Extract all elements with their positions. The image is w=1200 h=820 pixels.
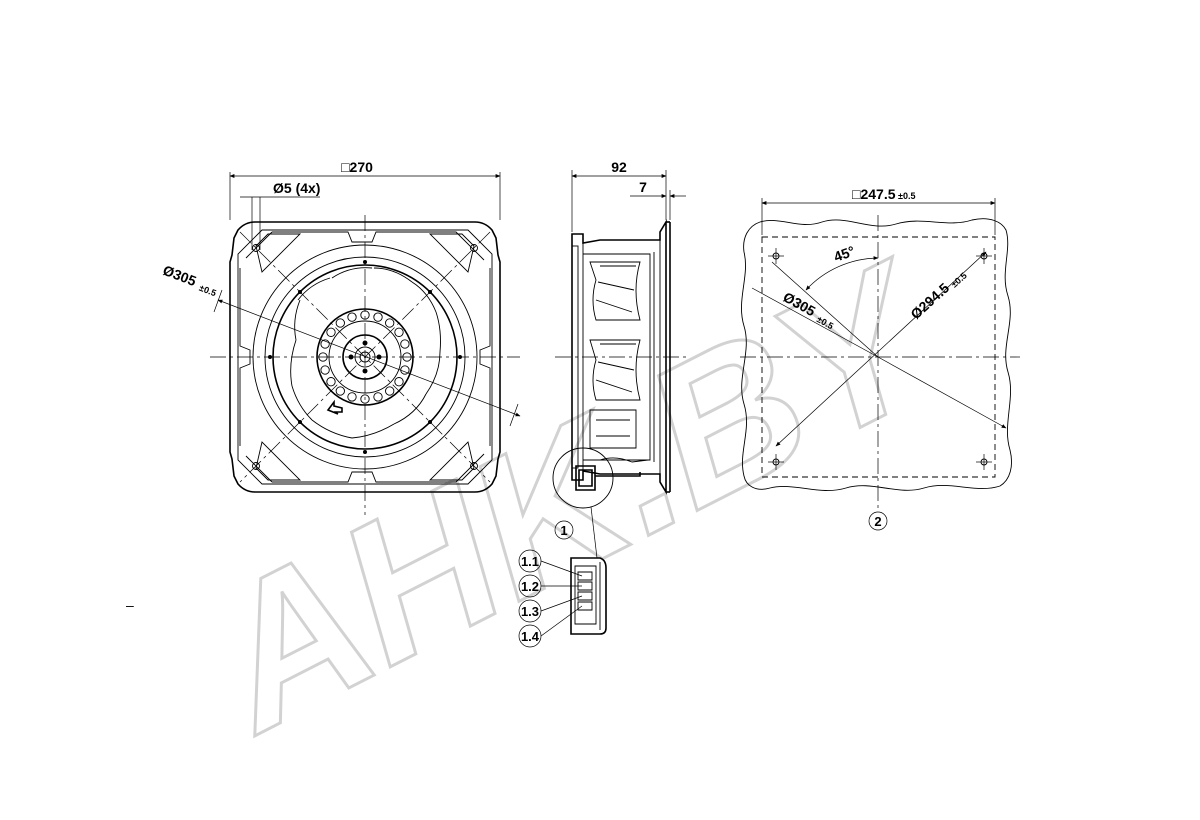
front-view: □270 Ø5 (4x) Ø305 ±0.5 — [161, 159, 521, 515]
front-dot-diag-4 — [428, 420, 432, 424]
side-view: 92 7 1 1.1 1.2 1.3 1 — [518, 159, 690, 648]
cutout-angle-label: 45° — [832, 243, 857, 265]
front-rotation-arrow — [326, 399, 343, 415]
front-dot-diag-2 — [428, 290, 432, 294]
hub-vent — [373, 312, 383, 322]
hub-vent — [320, 365, 330, 375]
front-hub-bolt-2 — [376, 354, 382, 360]
front-dim-diameter-label: Ø305 — [161, 262, 199, 289]
front-mount-hole-tr — [470, 244, 478, 252]
front-rib-top — [245, 231, 485, 261]
cutout-dim-square-tol: ±0.5 — [898, 191, 915, 201]
watermark: AHK.BY — [171, 217, 977, 776]
front-hub-bolt-4 — [348, 354, 354, 360]
front-hub-bolt-1 — [362, 340, 368, 346]
front-dim-diameter-tol: ±0.5 — [198, 283, 218, 299]
front-corner-slot-tl — [255, 233, 302, 273]
svg-text:1.2: 1.2 — [521, 579, 539, 594]
cutout-mount-hole-tl — [768, 248, 784, 264]
hub-vent — [385, 318, 395, 328]
side-callout-1-circle — [554, 520, 574, 540]
front-dot-diag-1 — [298, 290, 302, 294]
callout-pin-4: 1.4 — [518, 605, 583, 648]
cutout-break-boundary — [741, 218, 1012, 491]
callout-pin-3: 1.3 — [518, 595, 583, 623]
front-dot-bottom — [363, 450, 367, 454]
cutout-mount-hole-tr — [976, 248, 992, 264]
cutout-dim-holes-label: Ø294.5 — [907, 279, 952, 322]
svg-text:1.1: 1.1 — [521, 554, 539, 569]
front-corner-slot-bl — [255, 441, 302, 481]
connector-detail-body — [570, 557, 607, 635]
svg-text:1.3: 1.3 — [521, 604, 539, 619]
cutout-dim-square-label: □247.5 — [852, 186, 896, 202]
front-rib-bottom — [245, 453, 485, 483]
front-dim-holes-label: Ø5 (4x) — [273, 180, 320, 196]
hub-vent — [394, 377, 404, 387]
hub-vent — [326, 377, 336, 387]
watermark-text: AHK.BY — [172, 218, 975, 774]
cutout-diameter-line-3 — [771, 261, 879, 358]
front-corner-slot-tr — [428, 233, 475, 273]
side-callout-1-label: 1 — [560, 523, 567, 538]
stray-dash: – — [126, 597, 134, 613]
cutout-mount-hole-bl — [768, 454, 784, 470]
cutout-angle-arc — [805, 256, 879, 291]
front-dot-top — [363, 260, 367, 264]
side-dim-depth-label: 92 — [611, 159, 627, 175]
cutout-dim-holes-tol: ±0.5 — [949, 270, 969, 289]
hub-vent — [347, 392, 357, 402]
svg-text:1.4: 1.4 — [521, 629, 540, 644]
front-dot-left — [268, 355, 272, 359]
front-housing-outline — [229, 221, 501, 493]
front-impeller-blades — [290, 267, 441, 439]
side-impeller-profile — [583, 253, 651, 461]
cutout-mount-hole-br — [976, 454, 992, 470]
side-cable — [599, 457, 649, 463]
cutout-callout-2-label: 2 — [874, 514, 881, 529]
hub-vent — [394, 327, 404, 337]
front-dot-right — [458, 355, 462, 359]
front-dim-diameter-tick-1 — [213, 289, 223, 313]
hub-vent — [385, 386, 395, 396]
callout-pin-1: 1.1 — [518, 549, 583, 577]
hub-vent — [335, 318, 345, 328]
callout-pin-2: 1.2 — [518, 574, 582, 598]
side-dim-flange-label: 7 — [639, 179, 647, 195]
hub-vent — [400, 339, 410, 349]
front-dot-diag-3 — [298, 420, 302, 424]
cutout-callout-2-circle — [868, 511, 888, 531]
front-corner-slot-br — [428, 441, 475, 481]
front-dim-diameter-tick-2 — [509, 403, 519, 427]
side-detail-leader — [590, 506, 598, 559]
hub-vent — [347, 312, 357, 322]
connector-detail-inner — [574, 565, 597, 625]
cutout-diameter-line-2 — [775, 251, 987, 447]
hub-vent — [335, 386, 345, 396]
front-dim-diameter-line — [217, 299, 521, 417]
front-mount-hole-br — [470, 462, 478, 470]
side-detail-circle — [552, 447, 614, 509]
side-impeller-blades — [595, 265, 636, 437]
side-inlet-lip — [571, 245, 579, 469]
hub-vent — [326, 327, 336, 337]
front-mount-hole-tl — [252, 244, 260, 252]
front-mount-hole-bl — [252, 462, 260, 470]
front-hub-bolt-3 — [362, 368, 368, 374]
front-dim-square-label: □270 — [341, 159, 373, 175]
hub-vent — [373, 392, 383, 402]
side-connector — [575, 465, 641, 491]
